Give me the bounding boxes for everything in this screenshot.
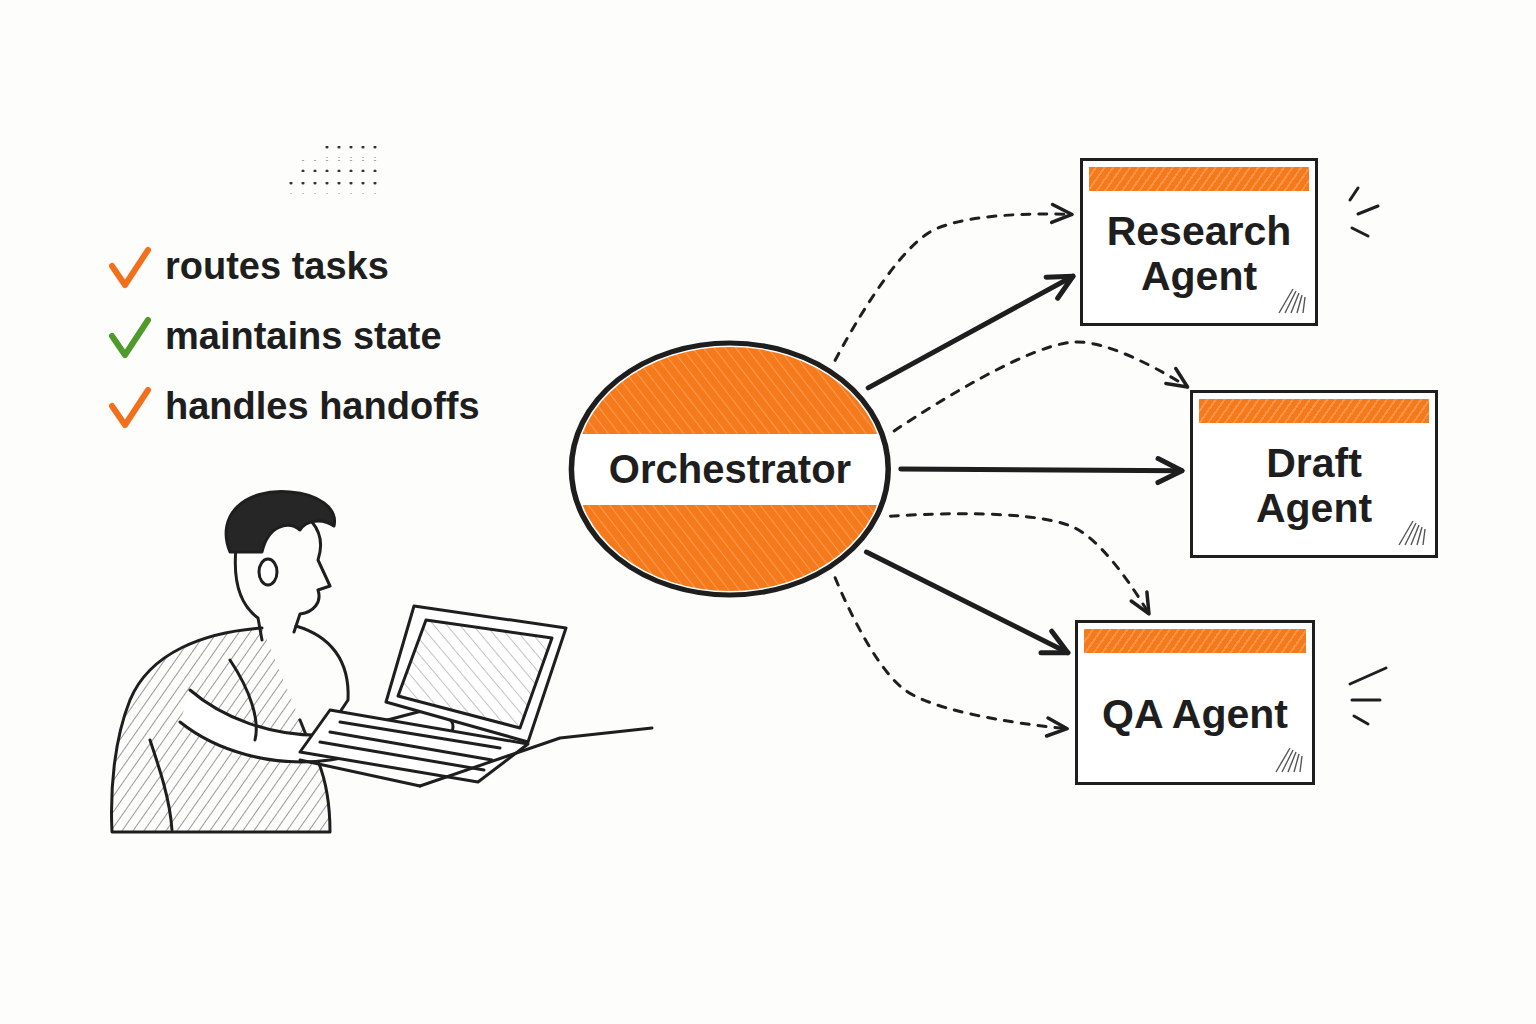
check-marks xyxy=(112,250,148,425)
corner-hatch xyxy=(1273,285,1307,315)
header-bar xyxy=(1199,399,1429,423)
node-label: Orchestrator xyxy=(609,447,851,491)
route-arrow xyxy=(868,276,1073,388)
checklist-item: handles handoffs xyxy=(165,386,480,428)
route-arrow xyxy=(866,552,1067,653)
node-label: Research Agent xyxy=(1103,209,1295,299)
agent-box: QA Agent xyxy=(1075,620,1315,785)
handoff-arrow xyxy=(835,578,1067,729)
agent-box: Research Agent xyxy=(1080,158,1318,326)
agent-box: Draft Agent xyxy=(1190,390,1438,558)
node-label: Draft Agent xyxy=(1213,441,1415,531)
person-at-laptop xyxy=(112,492,652,832)
node-label: QA Agent xyxy=(1102,692,1288,737)
checklist-item: maintains state xyxy=(165,316,442,358)
handoff-arrow xyxy=(890,514,1148,614)
header-bar xyxy=(1089,167,1309,191)
corner-hatch xyxy=(1270,744,1304,774)
header-bar xyxy=(1084,629,1306,653)
corner-hatch xyxy=(1393,517,1427,547)
handoff-arrow xyxy=(835,214,1072,360)
dot-cluster xyxy=(282,146,378,194)
orchestrator-circle: Orchestrator xyxy=(567,339,893,599)
route-arrow xyxy=(901,469,1182,471)
checklist-item: routes tasks xyxy=(165,246,389,288)
handoff-arrow xyxy=(894,342,1187,431)
